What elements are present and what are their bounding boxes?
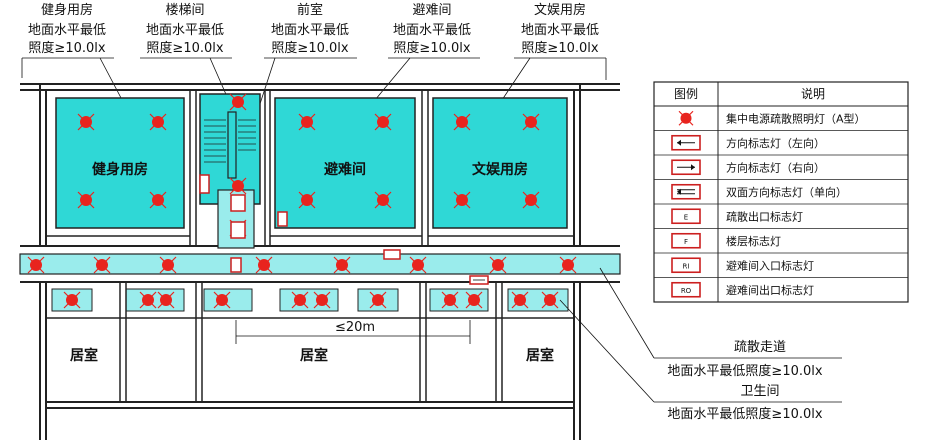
legend-item-desc: 楼层标志灯 xyxy=(726,234,781,248)
legend-item-desc: 疏散出口标志灯 xyxy=(726,209,803,223)
refuge-exit-sign-icon: RO xyxy=(671,281,701,298)
exit-sign-icon: E xyxy=(671,208,701,225)
legend-header-symbol: 图例 xyxy=(674,87,698,101)
emergency-light-icon xyxy=(511,291,529,309)
emergency-light-icon xyxy=(453,191,471,209)
callout-title: 文娱用房 xyxy=(534,2,586,18)
dimension-label: ≤20m xyxy=(335,320,375,335)
legend-sign-code: RI xyxy=(683,262,690,270)
floor-sign-icon: F xyxy=(671,232,701,249)
callout-title: 楼梯间 xyxy=(165,3,204,18)
room-label-recreation: 文娱用房 xyxy=(472,161,528,178)
callout-line1: 地面水平最低 xyxy=(28,23,106,38)
room-label-fitness: 健身用房 xyxy=(92,161,148,178)
emergency-light-icon xyxy=(678,110,694,126)
callout-title: 前室 xyxy=(297,2,323,18)
emergency-light-icon xyxy=(298,113,316,131)
callout-anteroom: 前室 地面水平最低 照度≥10.0lx xyxy=(257,2,357,111)
emergency-light-icon xyxy=(333,256,351,274)
legend-item-desc: 集中电源疏散照明灯（A型） xyxy=(726,111,866,125)
emergency-light-icon xyxy=(213,291,231,309)
right-arrow-sign-icon xyxy=(671,159,701,176)
double-arrow-sign-icon xyxy=(671,183,701,200)
callout-title: 健身用房 xyxy=(41,2,93,18)
emergency-light-icon xyxy=(63,291,81,309)
dimension-line xyxy=(235,320,471,344)
note-corridor-title: 疏散走道 xyxy=(734,340,786,355)
emergency-light-icon xyxy=(409,256,427,274)
emergency-light-icon xyxy=(522,113,540,131)
room-label-bedroom-1: 居室 xyxy=(70,347,98,364)
note-corridor: 疏散走道 地面水平最低照度≥10.0lx xyxy=(599,267,842,379)
legend-item-desc: 方向标志灯（右向） xyxy=(726,160,825,174)
callout-line1: 地面水平最低 xyxy=(521,23,599,38)
legend-sign-code: F xyxy=(684,238,688,246)
callout-line2: 照度≥10.0lx xyxy=(271,40,348,56)
emergency-light-icon xyxy=(77,191,95,209)
callout-line2: 照度≥10.0lx xyxy=(393,40,470,56)
callout-title: 避难间 xyxy=(412,3,451,18)
emergency-light-icon xyxy=(453,113,471,131)
emergency-light-icon xyxy=(93,256,111,274)
callout-stairwell: 楼梯间 地面水平最低 照度≥10.0lx xyxy=(140,3,233,109)
emergency-light-icon xyxy=(541,291,559,309)
plan-signs xyxy=(199,174,489,285)
room-label-refuge: 避难间 xyxy=(324,161,366,178)
note-toilet-title: 卫生间 xyxy=(740,384,779,399)
legend-item-desc: 避难间入口标志灯 xyxy=(726,258,814,272)
callout-line2: 照度≥10.0lx xyxy=(28,40,105,56)
callout-line2: 照度≥10.0lx xyxy=(521,40,598,56)
left-arrow-sign-icon xyxy=(671,134,701,151)
emergency-light-icon xyxy=(374,113,392,131)
callout-line2: 照度≥10.0lx xyxy=(146,40,223,56)
emergency-light-icon xyxy=(149,113,167,131)
room-refuge xyxy=(274,97,416,229)
room-label-bedroom-2: 居室 xyxy=(300,347,328,364)
emergency-light-icon xyxy=(489,256,507,274)
emergency-light-icon xyxy=(149,191,167,209)
refuge-entry-sign-icon: RI xyxy=(671,257,701,274)
emergency-light-icon xyxy=(369,291,387,309)
callout-fitness: 健身用房 地面水平最低 照度≥10.0lx xyxy=(21,2,131,116)
building-walls xyxy=(20,83,620,440)
emergency-light-icon xyxy=(313,291,331,309)
emergency-light-icon xyxy=(229,177,247,195)
callout-line1: 地面水平最低 xyxy=(271,23,349,38)
callout-recreation: 文娱用房 地面水平最低 照度≥10.0lx xyxy=(493,2,607,113)
emergency-light-icon xyxy=(441,291,459,309)
emergency-light-icon xyxy=(374,191,392,209)
emergency-light-icon xyxy=(157,291,175,309)
emergency-light-icon xyxy=(298,191,316,209)
emergency-light-icon xyxy=(559,256,577,274)
emergency-light-icon xyxy=(255,256,273,274)
emergency-light-icon xyxy=(139,291,157,309)
emergency-light-icon xyxy=(522,191,540,209)
legend-header-desc: 说明 xyxy=(801,86,825,101)
legend-sign-code: RO xyxy=(681,287,692,295)
note-toilet-text: 地面水平最低照度≥10.0lx xyxy=(667,406,822,422)
note-corridor-text: 地面水平最低照度≥10.0lx xyxy=(667,363,822,379)
room-label-bedroom-3: 居室 xyxy=(526,347,554,364)
emergency-light-icon xyxy=(159,256,177,274)
callout-refuge: 避难间 地面水平最低 照度≥10.0lx xyxy=(364,3,480,113)
emergency-light-icon xyxy=(77,113,95,131)
emergency-light-icon xyxy=(27,256,45,274)
stair-treads xyxy=(204,111,256,179)
emergency-light-icon xyxy=(465,291,483,309)
legend-table: 图例 说明 集中电源疏散照明灯（A型） 方向标志灯（左向） 方向标志灯（右向） 双面方… xyxy=(653,81,909,303)
emergency-light-icon xyxy=(291,291,309,309)
legend-item-desc: 避难间出口标志灯 xyxy=(726,283,814,297)
note-toilet: 卫生间 地面水平最低照度≥10.0lx xyxy=(559,299,842,422)
callout-line1: 地面水平最低 xyxy=(146,23,224,38)
legend-item-desc: 双面方向标志灯（单向） xyxy=(726,185,847,199)
toilet-row xyxy=(51,288,569,312)
legend-sign-code: E xyxy=(684,213,688,221)
callout-line1: 地面水平最低 xyxy=(393,23,471,38)
emergency-light-icon xyxy=(229,93,247,111)
legend-item-desc: 方向标志灯（左向） xyxy=(726,136,825,150)
